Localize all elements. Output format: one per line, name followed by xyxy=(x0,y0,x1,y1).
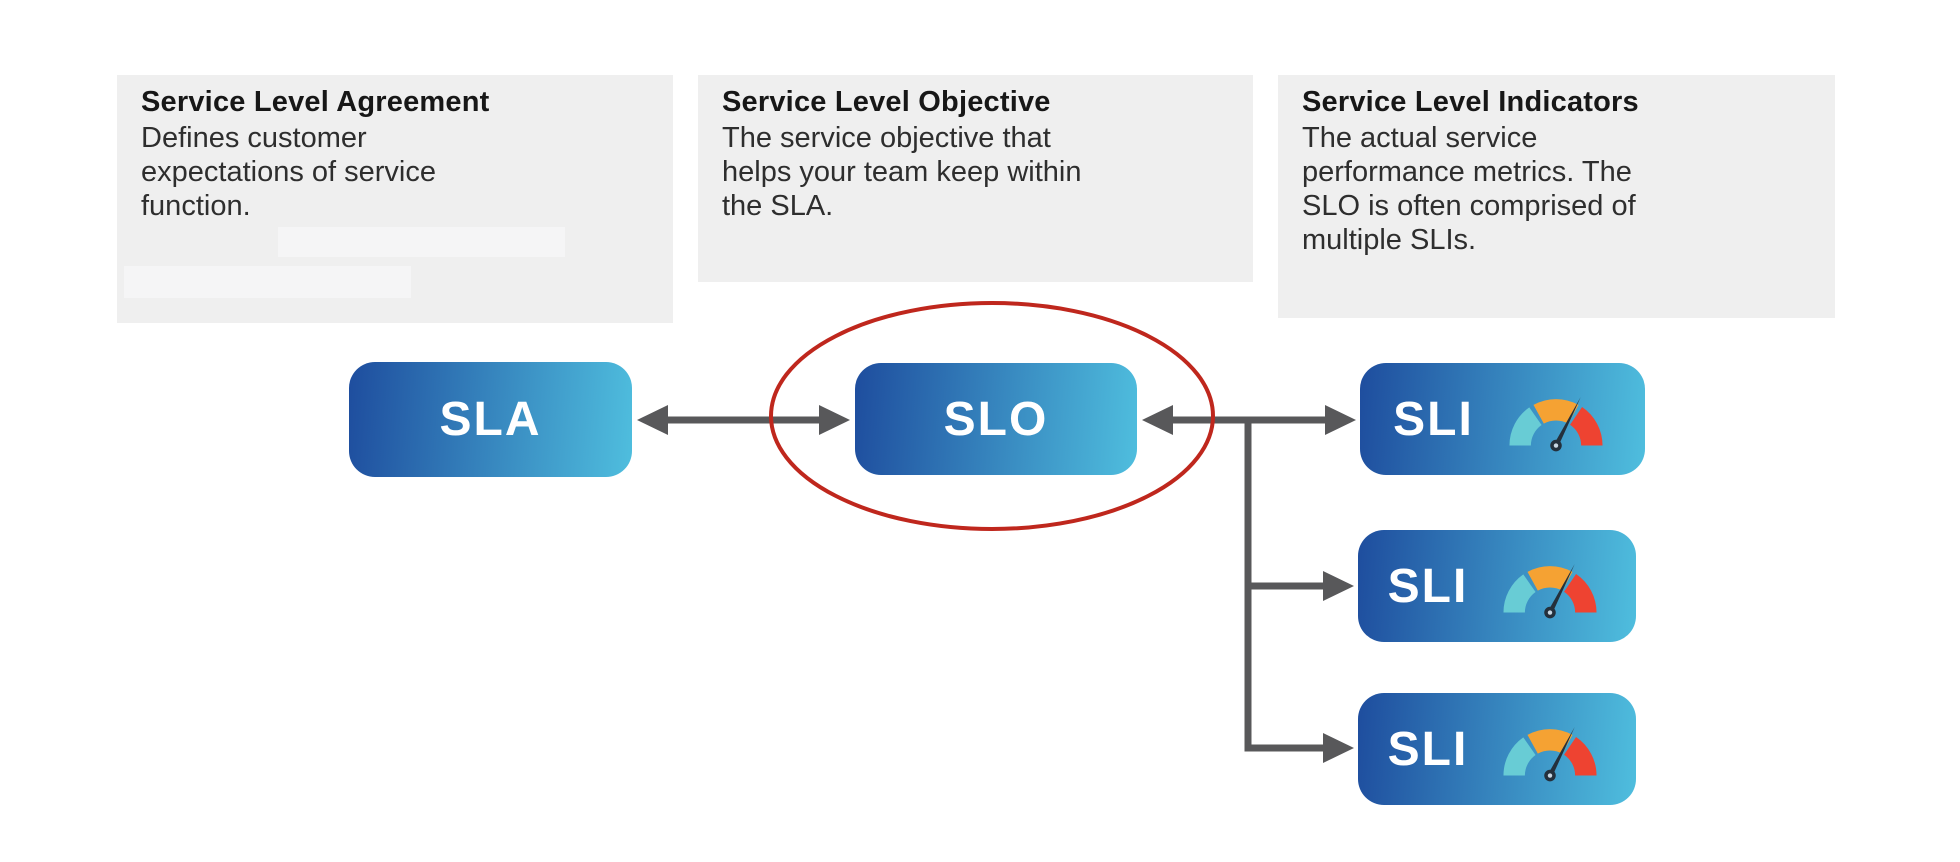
node-slo: SLO xyxy=(855,363,1137,475)
card-service-level-objective: Service Level Objective The service obje… xyxy=(698,75,1253,282)
card-body-sli: The actual service performance metrics. … xyxy=(1302,122,1636,256)
card-title-slo: Service Level Objective xyxy=(722,86,1051,118)
node-sli-2: SLI xyxy=(1358,530,1636,642)
arrow-slo-sli xyxy=(1142,405,1356,763)
redacted-area xyxy=(278,227,565,257)
node-sli-label: SLI xyxy=(1387,722,1469,776)
redacted-area xyxy=(124,266,411,298)
gauge-icon xyxy=(1509,396,1603,451)
node-sli-label: SLI xyxy=(1387,559,1469,613)
card-body-sla: Defines customer expectations of service… xyxy=(141,122,436,222)
node-sli-label: SLI xyxy=(1393,392,1474,446)
node-sla-label: SLA xyxy=(439,393,542,446)
node-sli-1: SLI xyxy=(1360,363,1645,475)
card-title-sli: Service Level Indicators xyxy=(1302,86,1639,118)
gauge-icon xyxy=(1503,563,1597,618)
node-slo-label: SLO xyxy=(943,392,1049,446)
card-title-sla: Service Level Agreement xyxy=(141,86,490,118)
card-service-level-indicators: Service Level Indicators The actual serv… xyxy=(1278,75,1835,318)
card-body-slo: The service objective that helps your te… xyxy=(722,122,1082,222)
arrow-sla-slo xyxy=(637,405,850,435)
node-sli-3: SLI xyxy=(1358,693,1636,805)
gauge-icon xyxy=(1503,726,1597,781)
node-sla: SLA xyxy=(349,362,632,477)
slo-highlight-ellipse xyxy=(769,301,1215,531)
